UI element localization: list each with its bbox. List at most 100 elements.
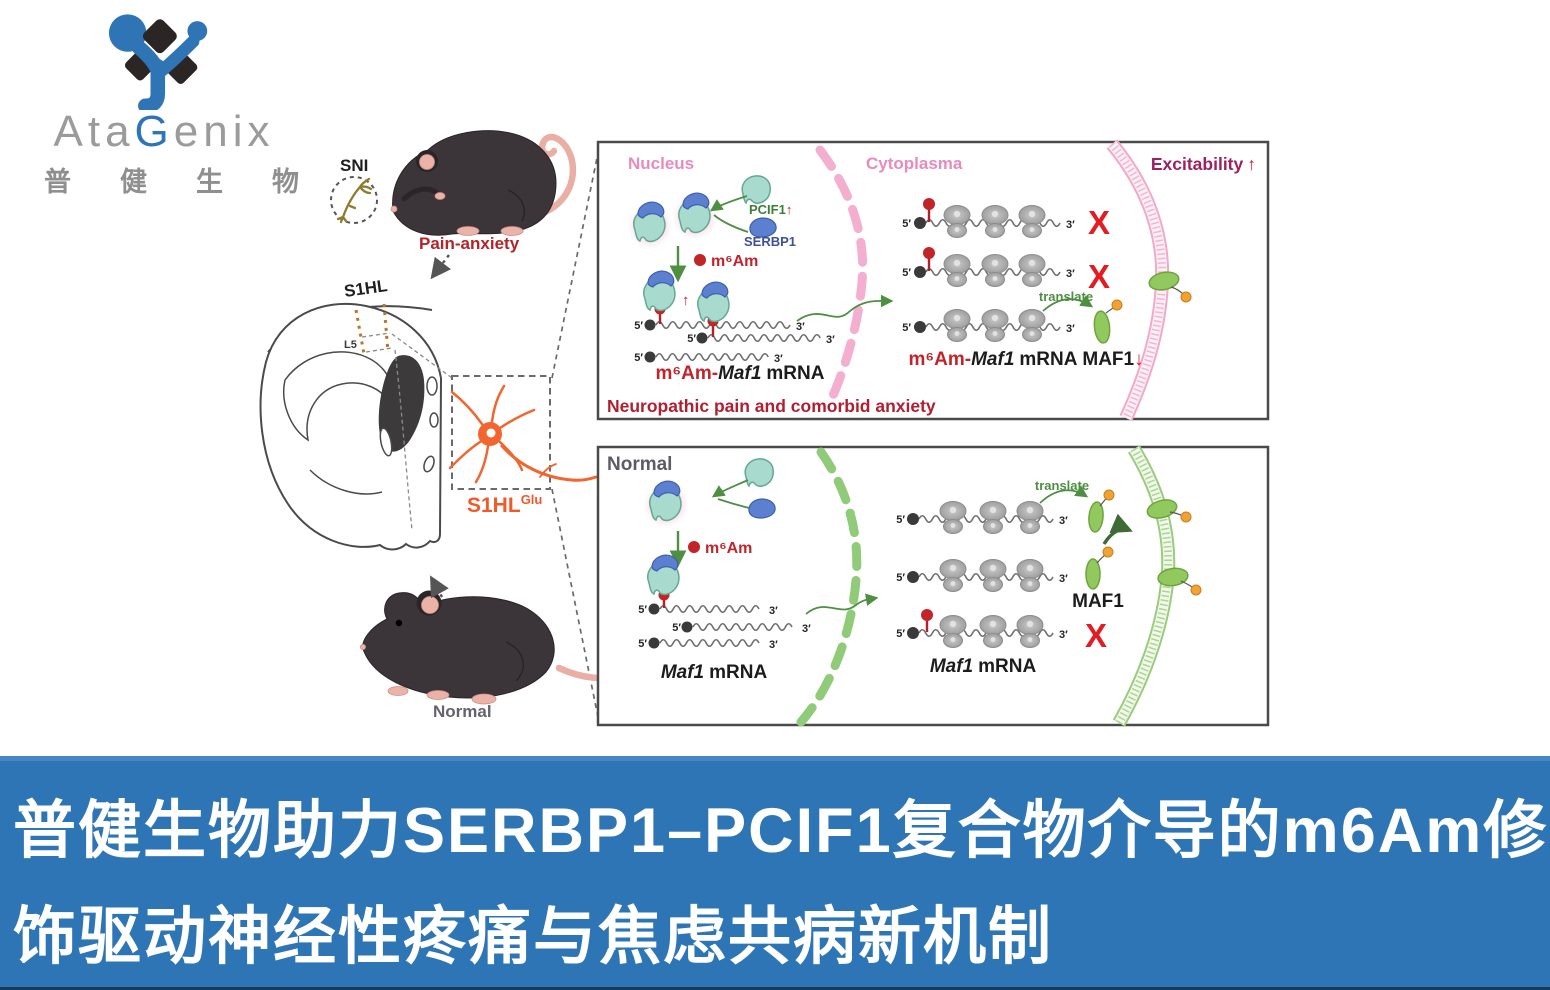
orange-ball <box>1103 489 1115 501</box>
orange-ball <box>1190 584 1202 596</box>
logo-word-pre: Ata <box>53 107 135 156</box>
arrow-maf1-to-membrane <box>1102 513 1133 545</box>
arrow-translate <box>1042 295 1094 312</box>
membrane-maf1-oval <box>1146 499 1178 519</box>
five-prime-label: 5′ <box>634 320 643 332</box>
normal-mouse-label: Normal <box>433 702 492 721</box>
zoom-connector-top <box>551 152 599 379</box>
nuclear-membrane-dashed-green <box>796 447 862 727</box>
mouse-front-paw <box>401 186 441 202</box>
mouse-ear-inner <box>419 154 435 170</box>
arrow-pcif1-to-complex <box>709 195 748 212</box>
company-logo: AtaGenix 普健生物 <box>28 6 300 199</box>
three-prime-label: 3′ <box>1059 573 1068 585</box>
maf1-protein-oval <box>1085 558 1101 590</box>
three-prime-label: 3′ <box>1059 515 1068 527</box>
three-prime-label: 3′ <box>802 623 811 635</box>
five-prime-label: 5′ <box>902 267 911 279</box>
arrow-pcif1-to-complex <box>711 479 749 498</box>
blocked-translation-x: X <box>1088 258 1110 295</box>
excitability-label: Excitability↑ <box>1151 154 1256 174</box>
arrow-pain-to-brain <box>430 254 452 280</box>
brain-section <box>259 302 453 551</box>
five-prime-label: 5′ <box>638 604 647 616</box>
serbp1-protein <box>748 498 776 519</box>
logo-y-stem <box>138 59 166 110</box>
five-prime-label: 5′ <box>896 514 905 526</box>
orange-ball <box>1111 299 1123 311</box>
five-prime-label: 5′ <box>672 622 681 634</box>
glutamatergic-neuron <box>448 384 598 484</box>
arrow-mrna-export <box>805 593 879 615</box>
arrow-serbp1-to-complex <box>713 214 749 233</box>
three-prime-label: 3′ <box>769 639 778 651</box>
logo-chinese-name: 普健生物 <box>44 167 348 197</box>
banner-top-edge <box>0 756 1550 761</box>
orange-ball <box>1180 511 1192 523</box>
five-prime-label: 5′ <box>687 333 696 345</box>
arrow-serbp1-to-complex <box>717 498 750 509</box>
blocked-translation-x: X <box>1085 617 1107 654</box>
sni-label: SNI <box>340 156 368 175</box>
three-prime-label: 3′ <box>774 353 783 365</box>
orange-ball <box>1180 291 1192 303</box>
logo-word-post: enix <box>173 107 275 156</box>
three-prime-label: 3′ <box>1066 219 1075 231</box>
three-prime-label: 3′ <box>1066 268 1075 280</box>
sni-dashed-circle <box>330 176 378 224</box>
left-scene: SNI Pain-anxiety S1HL L5 S1HLGlu Normal <box>259 130 653 721</box>
m6am-dot <box>688 541 700 553</box>
five-prime-label: 5′ <box>902 218 911 230</box>
s1hl-label: S1HL <box>343 276 389 301</box>
mouse-nose <box>390 205 398 213</box>
three-prime-label: 3′ <box>1066 323 1075 335</box>
membrane-maf1-oval <box>1148 271 1180 291</box>
logo-word-g: G <box>134 107 174 156</box>
logo-wordmark: AtaGenix <box>28 110 300 154</box>
three-prime-label: 3′ <box>1059 629 1068 641</box>
m6am-dot <box>694 254 706 266</box>
pcif1-protein <box>744 458 774 487</box>
five-prime-label: 5′ <box>634 352 643 364</box>
membrane-maf1-oval <box>1157 567 1189 587</box>
three-prime-label: 3′ <box>826 334 835 346</box>
headline-line-1: 普健生物助力SERBP1–PCIF1复合物介导的m6Am修 <box>13 796 1549 866</box>
pain-anxiety-label: Pain-anxiety <box>419 234 520 253</box>
neuron-zoom-box <box>451 375 551 490</box>
pcif1-label: PCIF1↑ <box>749 202 792 217</box>
cytoplasm-mrna-rows <box>914 198 1061 342</box>
neuropathic-caption: Neuropathic pain and comorbid anxiety <box>607 396 936 416</box>
zoom-connector-bottom <box>551 488 599 718</box>
pcif1-protein <box>741 175 771 204</box>
orange-ball <box>1102 546 1114 558</box>
arrow-mrna-export <box>796 294 894 322</box>
l5-label: L5 <box>344 339 357 351</box>
three-prime-label: 3′ <box>769 605 778 617</box>
maf1-down-label: MAF1↓ <box>1082 349 1143 370</box>
m6am-label: m⁶Am <box>711 253 758 270</box>
translate-label: translate <box>1039 289 1093 304</box>
panel-neuropathic: Nucleus Cytoplasma Excitability↑ PCIF1↑ … <box>596 139 1270 421</box>
headline-line-2: 饰驱动神经性疼痛与焦虑共病新机制 <box>13 902 1053 972</box>
cytoplasma-label: Cytoplasma <box>866 154 963 173</box>
three-prime-label: 3′ <box>796 321 805 333</box>
figure-art: SNI Pain-anxiety S1HL L5 S1HLGlu Normal <box>259 130 1270 727</box>
translate-label: translate <box>1035 478 1089 493</box>
five-prime-label: 5′ <box>896 572 905 584</box>
nuclear-membrane-dashed-pink <box>815 145 868 412</box>
maf1-protein-oval <box>1088 501 1104 533</box>
m6am-label: m⁶Am <box>705 540 752 557</box>
injured-nerve-icon <box>336 177 373 224</box>
logo-diamond-top <box>142 19 177 54</box>
five-prime-label: 5′ <box>896 628 905 640</box>
s1hl-column-right-dotted <box>382 303 390 353</box>
cytoplasm-mrna-rows <box>907 501 1054 648</box>
s1hl-glu-label: S1HLGlu <box>467 492 542 517</box>
logo-mark <box>108 14 208 110</box>
pain-anxiety-mouse <box>390 130 577 236</box>
increase-arrow: ↑ <box>682 292 690 309</box>
